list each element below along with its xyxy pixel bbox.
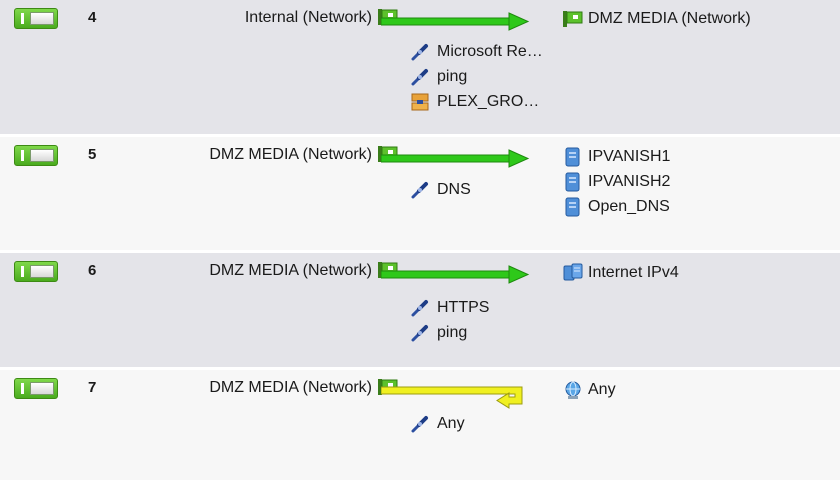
rule-enable-toggle[interactable] (14, 378, 58, 399)
rule-service-label: ping (437, 68, 468, 85)
rule-destination-label: Open_DNS (588, 198, 670, 215)
service-group-icon (411, 93, 429, 111)
rule-destination-label: IPVANISH2 (588, 173, 671, 190)
rule-number: 6 (88, 262, 97, 279)
rule-service-label: HTTPS (437, 299, 490, 316)
rule-service-label: PLEX_GRO… (437, 93, 540, 110)
row-divider (0, 134, 840, 137)
rule-source-label[interactable]: DMZ MEDIA (Network) (209, 379, 372, 396)
rule-destination-label: Internet IPv4 (588, 264, 679, 281)
rule-row-7[interactable]: 7 DMZ MEDIA (Network) Any An (0, 370, 840, 480)
network-flag-icon (563, 11, 583, 27)
rule-service-label: DNS (437, 181, 471, 198)
service-plug-icon (411, 300, 428, 317)
rule-source-label[interactable]: DMZ MEDIA (Network) (209, 146, 372, 163)
host-server-icon (565, 172, 580, 192)
allow-arrow-icon (381, 12, 530, 31)
rule-row-6[interactable]: 6 DMZ MEDIA (Network) HTTPS pin (0, 253, 840, 367)
service-plug-icon (411, 416, 428, 433)
service-plug-icon (411, 182, 428, 199)
rule-enable-toggle[interactable] (14, 145, 58, 166)
rule-number: 4 (88, 9, 97, 26)
host-server-icon (565, 147, 580, 167)
service-plug-icon (411, 69, 428, 86)
rule-enable-toggle[interactable] (14, 8, 58, 29)
service-plug-icon (411, 44, 428, 61)
rule-enable-toggle[interactable] (14, 261, 58, 282)
rule-destination-label: DMZ MEDIA (Network) (588, 10, 751, 27)
row-divider (0, 250, 840, 253)
rule-service-label: Any (437, 415, 465, 432)
any-globe-icon (565, 381, 581, 399)
rule-row-4[interactable]: 4 Internal (Network) Microsoft Re… (0, 0, 840, 134)
host-server-icon (565, 197, 580, 217)
allow-arrow-icon (381, 149, 530, 168)
rule-row-5[interactable]: 5 DMZ MEDIA (Network) DNS IPVA (0, 137, 840, 250)
rule-service-label: ping (437, 324, 468, 341)
rule-number: 7 (88, 379, 97, 396)
rule-source-label[interactable]: Internal (Network) (244, 9, 372, 26)
rule-service-label: Microsoft Re… (437, 43, 543, 60)
row-divider (0, 367, 840, 370)
rule-destination-label: IPVANISH1 (588, 148, 671, 165)
allow-arrow-icon (381, 265, 530, 284)
rule-number: 5 (88, 146, 97, 163)
service-plug-icon (411, 325, 428, 342)
return-arrow-icon (381, 386, 523, 409)
rule-destination-label: Any (588, 381, 616, 398)
internet-network-icon (563, 263, 583, 281)
rule-source-label[interactable]: DMZ MEDIA (Network) (209, 262, 372, 279)
